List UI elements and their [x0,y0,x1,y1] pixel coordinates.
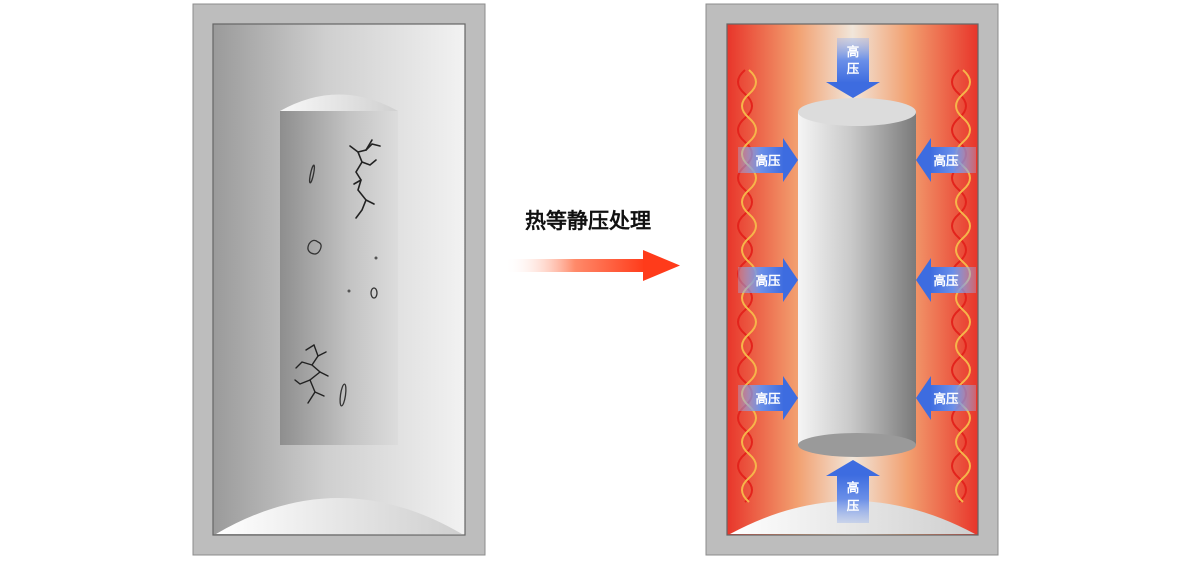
vessel-before-base-dome [216,498,462,534]
pressure-arrow-right-1: 高压 [916,138,976,182]
cylinder-after-top [798,98,916,126]
pore-dot [374,256,378,260]
pressure-label: 高压 [755,273,781,288]
pressure-arrow-left-2: 高压 [738,258,798,302]
cylinder-after [798,112,916,445]
pressure-label: 高压 [933,391,959,406]
pressure-arrow-right-2: 高压 [916,258,976,302]
pressure-label: 高压 [933,273,959,288]
pressure-label: 高压 [933,153,959,168]
pressure-arrow-bottom: 高 压 [826,460,880,523]
pore-dot [347,289,351,293]
process-arrow-head [643,250,680,281]
cylinder-after-bottom [798,433,916,457]
vessel-after: 高 压 高 压 高压 高压 高压 高压 [705,3,999,556]
vessel-before [192,3,486,556]
pressure-label: 高 [847,480,860,495]
crack-lower [294,344,329,404]
pressure-arrow-right-3: 高压 [916,376,976,420]
pressure-label: 高 [847,44,860,59]
crack-upper [349,139,381,219]
process-arrow-group: 热等静压处理 [505,209,680,281]
pressure-arrow-left-3: 高压 [738,376,798,420]
cylinder-before-top [280,94,398,111]
pressure-arrow-top: 高 压 [826,38,880,98]
process-arrow-shaft [505,259,645,272]
pores [307,164,378,407]
pressure-label: 压 [847,61,860,76]
pressure-label: 高压 [755,153,781,168]
process-label: 热等静压处理 [525,209,651,233]
pressure-label: 压 [847,498,860,513]
cylinder-before [280,111,398,445]
pressure-label: 高压 [755,391,781,406]
pressure-arrow-left-1: 高压 [738,138,798,182]
